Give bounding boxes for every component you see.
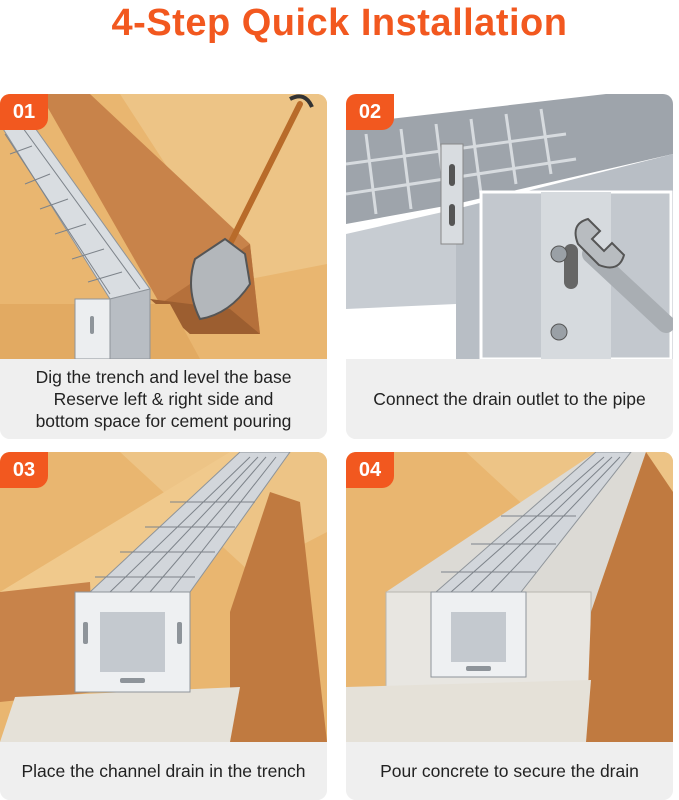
caption-line: Reserve left & right side and <box>53 389 274 409</box>
step-caption: Place the channel drain in the trench <box>0 742 327 800</box>
step-3-illustration <box>0 452 327 742</box>
wrench-icon <box>574 217 673 333</box>
step-number-badge: 01 <box>0 94 48 130</box>
step-number-badge: 02 <box>346 94 394 130</box>
caption-line: Connect the drain outlet to the pipe <box>373 389 646 409</box>
step-number-badge: 03 <box>0 452 48 488</box>
shovel-icon <box>190 94 314 321</box>
caption-line: Dig the trench and level the base <box>35 367 292 387</box>
caption-line: Place the channel drain in the trench <box>21 761 306 781</box>
step-caption: Dig the trench and level the base Reserv… <box>0 359 327 439</box>
step-card-2: 02 <box>346 94 673 439</box>
step-1-illustration <box>0 94 327 359</box>
caption-line: Pour concrete to secure the drain <box>380 761 639 781</box>
step-card-4: 04 Pour concrete to secur <box>346 452 673 800</box>
page-title: 4-Step Quick Installation <box>111 2 568 44</box>
step-4-illustration <box>346 452 673 742</box>
step-caption: Connect the drain outlet to the pipe <box>346 359 673 439</box>
step-card-1: 01 <box>0 94 327 439</box>
step-number-badge: 04 <box>346 452 394 488</box>
step-card-3: 03 <box>0 452 327 800</box>
caption-line: bottom space for cement pouring <box>35 411 292 431</box>
step-2-illustration <box>346 94 673 359</box>
step-caption: Pour concrete to secure the drain <box>346 742 673 800</box>
